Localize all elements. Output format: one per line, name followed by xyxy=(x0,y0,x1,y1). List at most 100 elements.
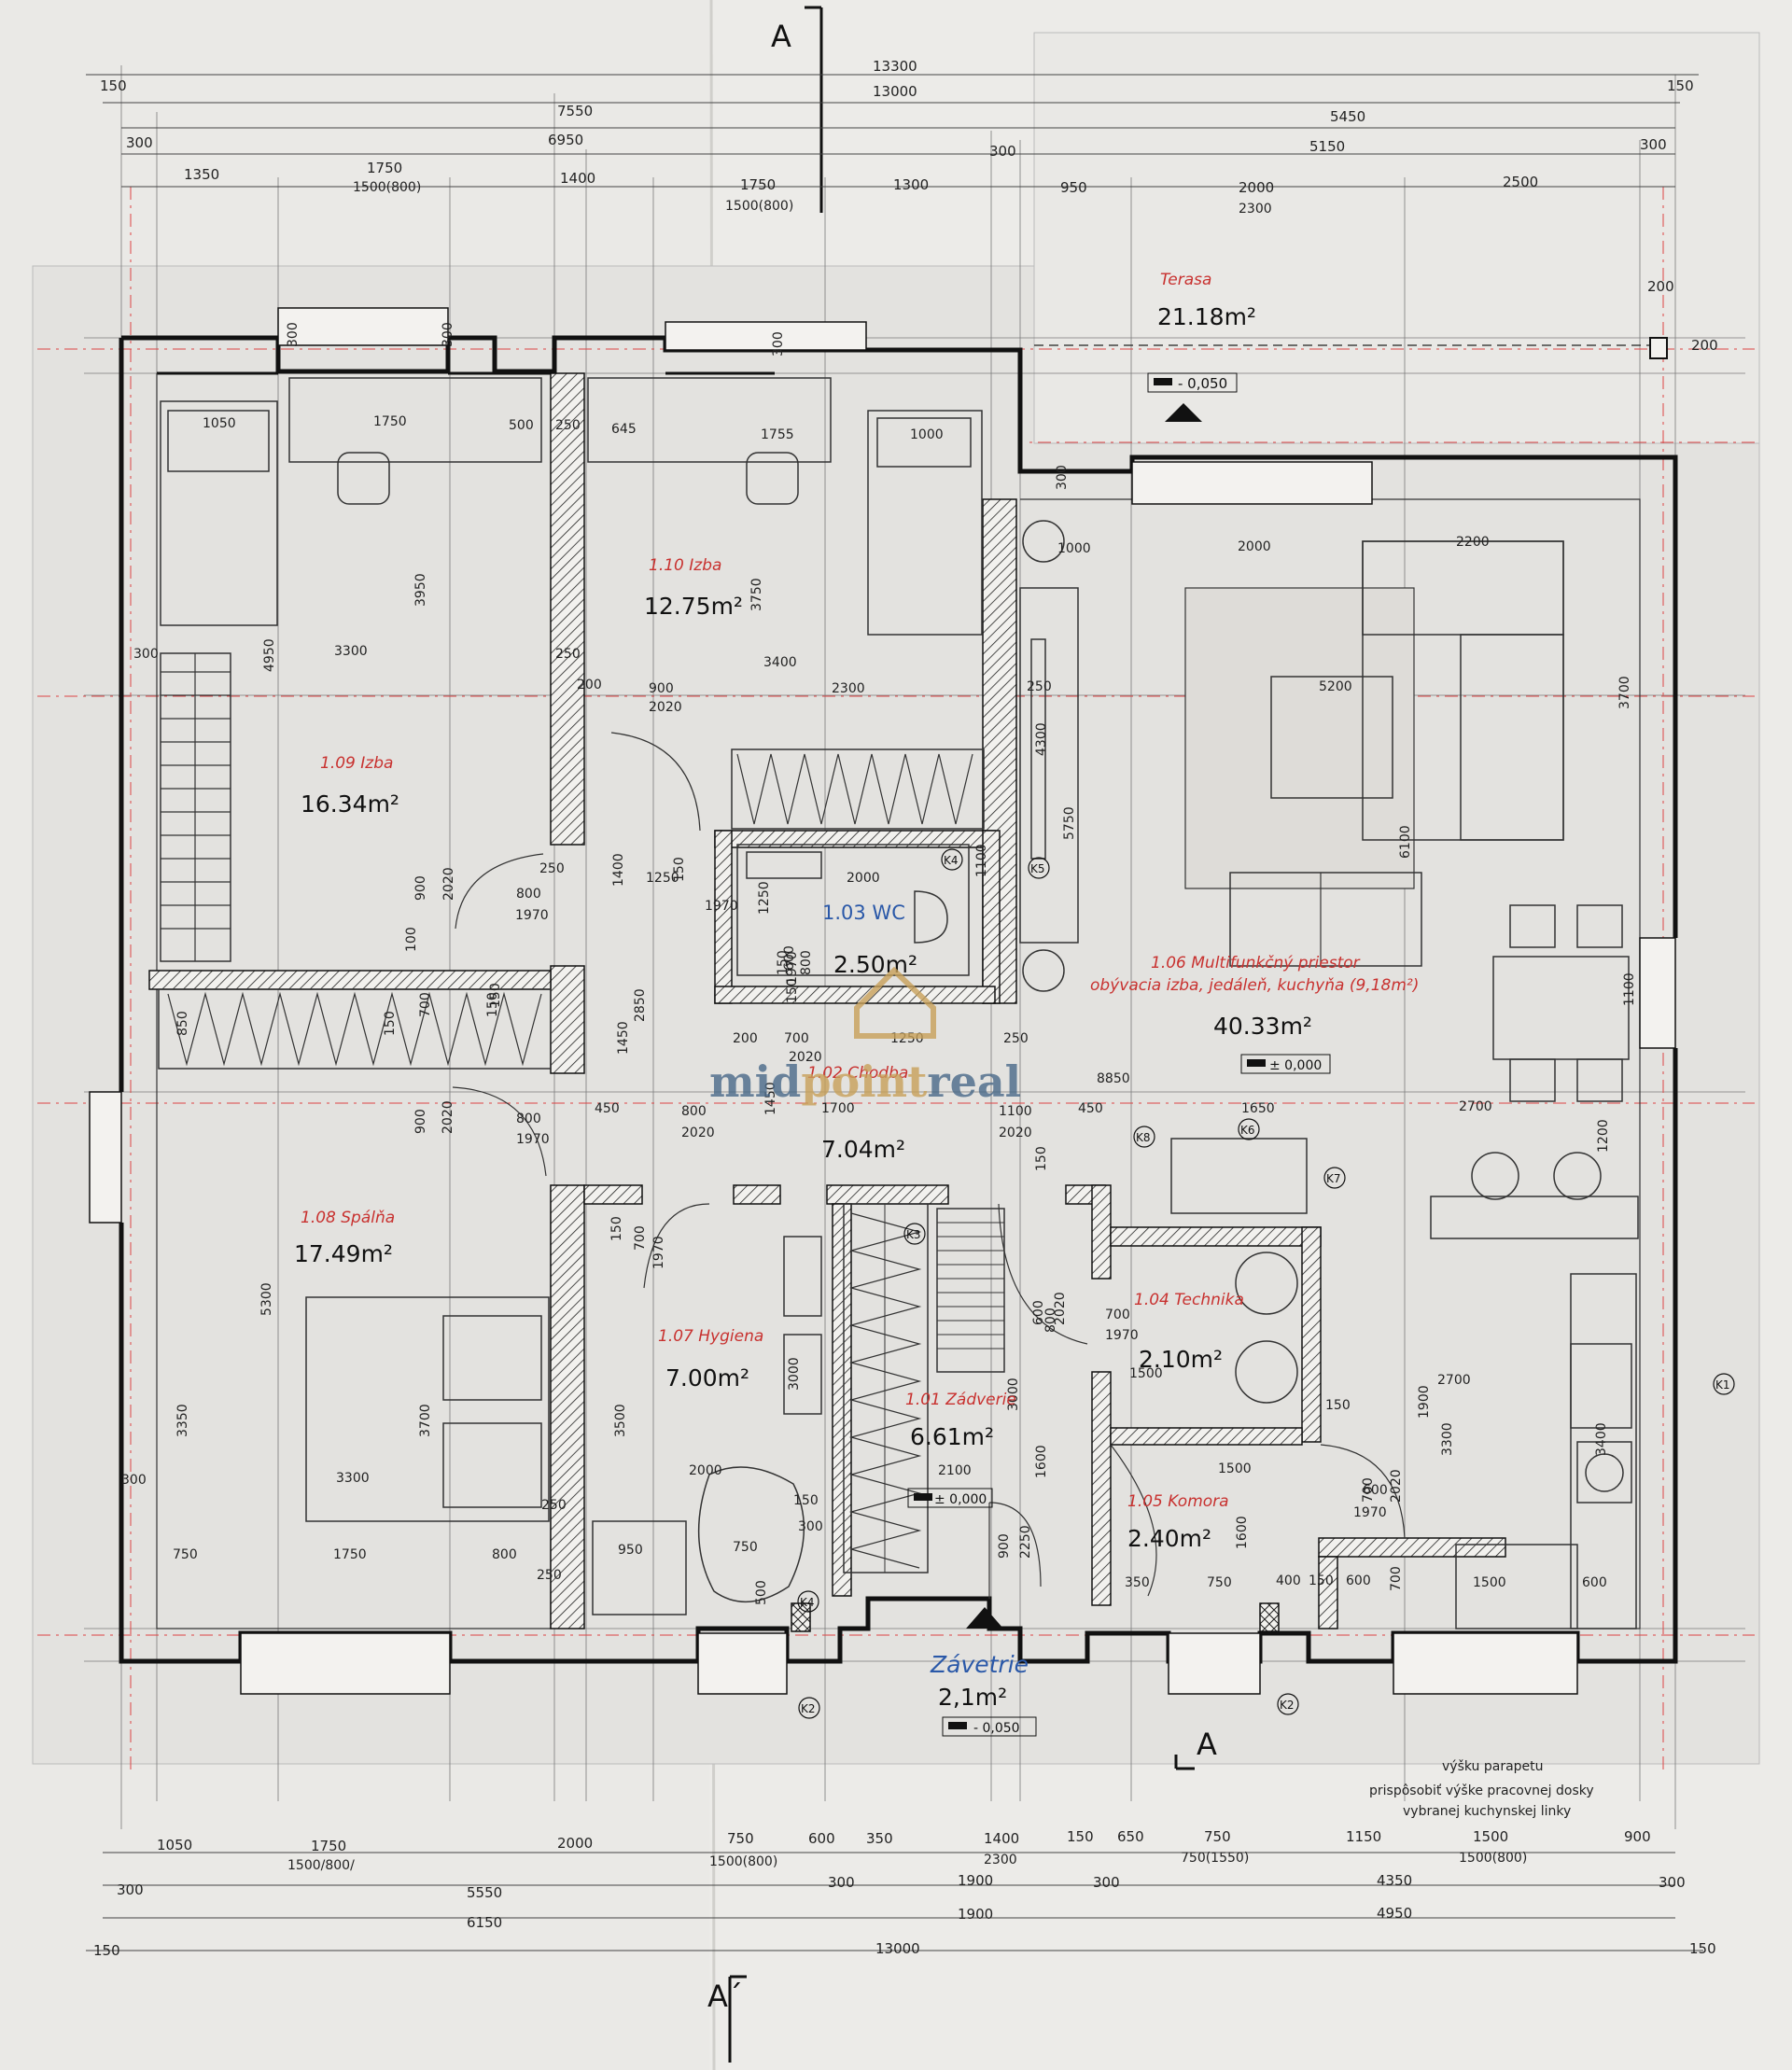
dim-interior-46: 800 xyxy=(799,950,814,975)
marker-k1: K1 xyxy=(1715,1378,1730,1392)
dim-interior-44: 1970 xyxy=(705,899,738,914)
doors xyxy=(452,732,1406,1597)
room-area-terasa: 21.18m² xyxy=(1157,303,1256,330)
marker-k2b: K2 xyxy=(1280,1699,1295,1712)
dim-bot-1900a: 1900 xyxy=(958,1872,993,1889)
dim-bot-1400: 1400 xyxy=(984,1830,1019,1847)
dim-interior-66: 800 xyxy=(681,1104,707,1119)
dim-top-1400: 1400 xyxy=(560,170,595,187)
dim-interior-54: 2850 xyxy=(633,988,648,1022)
dim-interior-5: 250 xyxy=(555,418,581,433)
dim-bot-1150: 1150 xyxy=(1346,1828,1381,1845)
dim-top-1750b: 1750 xyxy=(740,176,776,193)
dim-top-950: 950 xyxy=(1060,179,1087,196)
dim-bot-650: 650 xyxy=(1117,1828,1144,1845)
dim-interior-79: 5300 xyxy=(259,1282,274,1316)
dim-top-5150: 5150 xyxy=(1309,138,1345,155)
dim-interior-120: 2020 xyxy=(1389,1469,1404,1503)
dim-top-1500-800b: 1500(800) xyxy=(725,199,793,214)
svg-text:midpointreal: midpointreal xyxy=(709,1056,1021,1107)
room-area-komora: 2.40m² xyxy=(1127,1525,1211,1552)
dim-interior-11: 3950 xyxy=(413,573,428,607)
dim-interior-38: 1400 xyxy=(611,853,626,887)
room-name-hygiena: 1.07 Hygiena xyxy=(658,1327,763,1346)
room-name-zavetrie: Závetrie xyxy=(930,1651,1029,1678)
dim-bot-750: 750 xyxy=(727,1830,754,1847)
watermark-logo: midpointreal xyxy=(709,966,1021,1107)
marker-k3: K3 xyxy=(906,1228,921,1241)
dim-interior-107: 2020 xyxy=(1053,1292,1068,1325)
dim-top-2300: 2300 xyxy=(1239,202,1272,217)
room-name-wc: 1.03 WC xyxy=(822,902,905,924)
watermark-mid: mid xyxy=(709,1056,801,1107)
dim-top-150-l: 150 xyxy=(100,77,127,94)
terrain-zone xyxy=(32,265,1760,1765)
dim-interior-100: 3000 xyxy=(1006,1378,1021,1411)
room-name-izba109: 1.09 Izba xyxy=(320,754,393,773)
dim-interior-1: 300 xyxy=(441,322,455,347)
dim-interior-94: 2000 xyxy=(689,1463,722,1478)
dim-interior-108: 700 xyxy=(1105,1308,1130,1322)
note-line-3: vybranej kuchynskej linky xyxy=(1403,1804,1571,1819)
room-name-izba110: 1.10 Izba xyxy=(649,556,721,575)
dim-interior-123: 750 xyxy=(1207,1575,1232,1590)
watermark-real: real xyxy=(927,1056,1021,1107)
dim-interior-99: 500 xyxy=(754,1580,769,1605)
dim-interior-88: 250 xyxy=(537,1568,562,1583)
dim-bot-300c: 300 xyxy=(1093,1874,1120,1891)
dim-interior-81: 300 xyxy=(121,1473,147,1488)
room-area-izba110: 12.75m² xyxy=(644,593,743,620)
dim-interior-119: 700 xyxy=(1361,1477,1376,1503)
section-mark-bottom: A xyxy=(1197,1727,1217,1762)
dim-interior-39: 1250 xyxy=(646,871,679,886)
dim-interior-50: 850 xyxy=(175,1011,190,1036)
dim-interior-82: 3700 xyxy=(418,1404,433,1437)
dim-interior-23: 1000 xyxy=(1057,541,1091,556)
marker-k7: K7 xyxy=(1326,1172,1341,1185)
dim-interior-27: 3700 xyxy=(1617,676,1632,709)
dim-interior-110: 1500 xyxy=(1129,1366,1163,1381)
dim-interior-34: 900 xyxy=(413,875,428,901)
marker-k6: K6 xyxy=(1240,1124,1255,1137)
room-area-technika: 2.10m² xyxy=(1139,1346,1223,1373)
dim-interior-9: 1000 xyxy=(910,427,944,442)
dim-bot-600: 600 xyxy=(808,1830,835,1847)
markers: K1 K2 K2 K3 K4 K4 K5 K6 K7 K8 xyxy=(797,848,1735,1719)
terrace: - 0,050 xyxy=(1034,337,1668,422)
dim-interior-92: 3500 xyxy=(613,1404,628,1437)
dim-bot-1500: 1500 xyxy=(1473,1828,1508,1845)
dim-bot-13000: 13000 xyxy=(875,1940,920,1957)
dim-interior-72: 450 xyxy=(1078,1101,1103,1116)
dim-interior-75: 2700 xyxy=(1459,1099,1492,1114)
marker-k5: K5 xyxy=(1030,862,1045,875)
parapet-note: výšku parapetu prispôsobiť výške pracovn… xyxy=(1369,1759,1594,1819)
dim-bot-150b: 150 xyxy=(1689,1940,1716,1957)
dims-bottom: 1050 1750 2000 750 600 350 1400 150 650 … xyxy=(86,1828,1716,1959)
room-area-zavetrie: 2,1m² xyxy=(938,1684,1007,1711)
dim-interior-78: 150 xyxy=(1034,1146,1049,1171)
level-zavetrie: - 0,050 xyxy=(973,1721,1020,1736)
room-name-spalna: 1.08 Spálňa xyxy=(301,1209,395,1227)
dim-bot-750b: 750 xyxy=(1204,1828,1231,1845)
room-name-chodba: 1.02 Chodba xyxy=(807,1064,908,1083)
terasa-level: - 0,050 xyxy=(1178,375,1227,392)
dim-interior-30: 6100 xyxy=(1398,825,1413,859)
dim-bot-1750: 1750 xyxy=(311,1838,346,1854)
dim-interior-8: 1755 xyxy=(761,427,794,442)
room-subname-multi: obývacia izba, jedáleň, kuchyňa (9,18m²) xyxy=(1090,976,1419,995)
windows xyxy=(89,307,1676,1695)
dim-interior-25: 2200 xyxy=(1456,535,1490,550)
dim-bot-300a: 300 xyxy=(117,1881,144,1898)
dim-interior-21: 2300 xyxy=(832,681,865,696)
dim-interior-55: 1450 xyxy=(616,1021,631,1055)
dim-interior-12: 4950 xyxy=(262,638,277,672)
marker-k2a: K2 xyxy=(801,1702,816,1715)
room-name-multi: 1.06 Multifunkčný priestor xyxy=(1151,954,1361,972)
dim-interior-76: 1200 xyxy=(1596,1119,1611,1153)
dim-interior-3: 1750 xyxy=(373,414,407,429)
dim-terasa-200a: 200 xyxy=(1647,278,1674,295)
dim-top-1350: 1350 xyxy=(184,166,219,183)
dim-interior-127: 700 xyxy=(1389,1566,1404,1591)
room-name-komora: 1.05 Komora xyxy=(1127,1492,1229,1511)
